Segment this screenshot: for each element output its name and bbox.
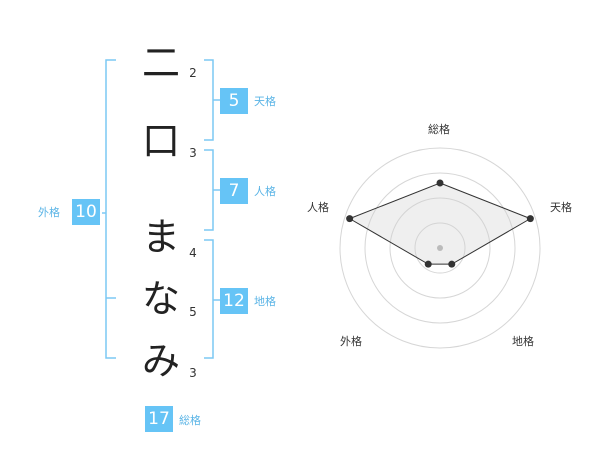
radar-center-dot [437, 245, 443, 251]
radar-level-ring [339, 147, 541, 349]
chikaku-bracket [204, 239, 214, 359]
name-char-2: 口 [141, 119, 180, 163]
radar-value-polygon [348, 182, 532, 265]
soukaku-value: 17 [145, 406, 173, 432]
name-char-5: み [141, 339, 180, 383]
chikaku-label: 地格 [254, 295, 276, 308]
stroke-count-4: 5 [189, 305, 197, 319]
radar-point-0 [436, 179, 444, 187]
radar-point-2 [448, 260, 456, 268]
chikaku-value: 12 [220, 288, 248, 314]
gaikaku-bracket [105, 59, 116, 359]
gaikaku-label: 外格 [38, 206, 60, 219]
soukaku-label: 総格 [179, 414, 201, 427]
name-char-4: な [141, 277, 180, 321]
radar-axis-label-jinkaku: 人格 [307, 201, 329, 214]
stroke-count-2: 3 [189, 146, 197, 160]
radar-level-ring [364, 172, 516, 324]
radar-point-4 [346, 215, 354, 223]
jinkaku-value: 7 [220, 178, 248, 204]
radar-axis-label-chikaku: 地格 [512, 335, 534, 348]
jinkaku-label: 人格 [254, 185, 276, 198]
radar-level-ring [414, 222, 466, 274]
radar-axis-label-gaikaku: 外格 [340, 335, 362, 348]
stroke-count-5: 3 [189, 366, 197, 380]
gaikaku-value: 10 [72, 199, 100, 225]
radar-axis-label-tenkaku: 天格 [550, 201, 572, 214]
tenkaku-label: 天格 [254, 95, 276, 108]
tenkaku-value: 5 [220, 88, 248, 114]
name-char-3: ま [141, 215, 180, 259]
radar-level-ring [389, 197, 491, 299]
radar-axis-label-soukaku: 総格 [428, 123, 450, 136]
radar-point-1 [526, 215, 534, 223]
stroke-count-3: 4 [189, 246, 197, 260]
stroke-count-1: 2 [189, 66, 197, 80]
name-char-1: 二 [141, 41, 180, 85]
radar-point-3 [424, 260, 432, 268]
